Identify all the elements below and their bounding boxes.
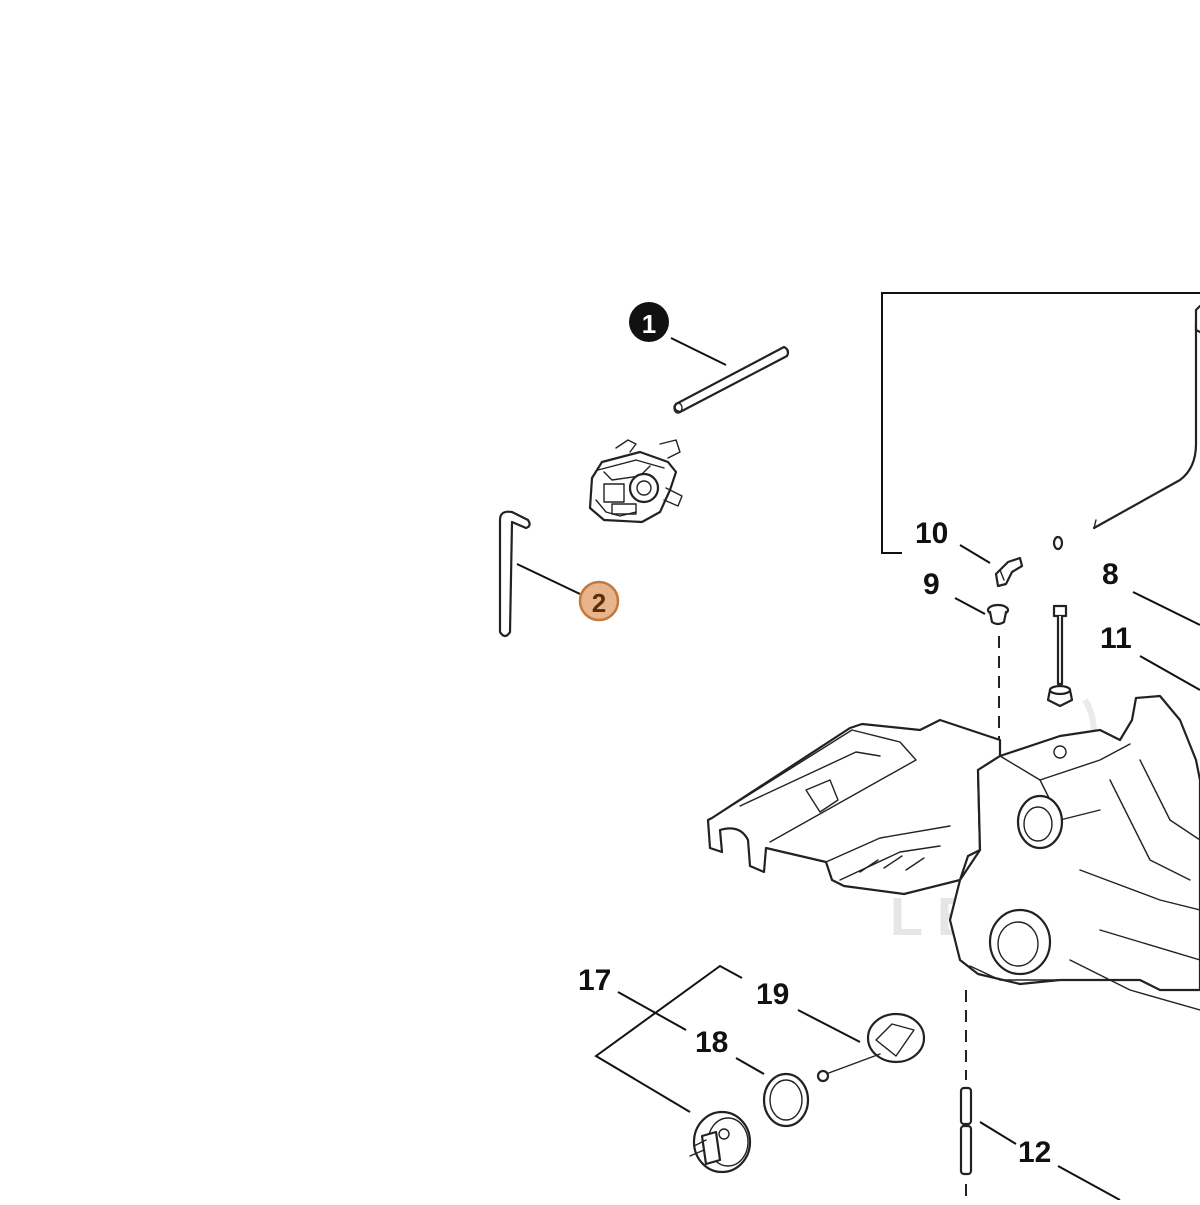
- leader-8: [1132, 591, 1200, 626]
- callout-17-label[interactable]: 17: [578, 964, 611, 997]
- callout-19-label[interactable]: 19: [756, 978, 789, 1011]
- leader-2: [516, 563, 581, 595]
- part-o-ring-18[interactable]: [762, 1072, 810, 1128]
- part-elbow-fitting-10[interactable]: [994, 556, 1024, 588]
- leader-10: [959, 544, 991, 564]
- group-bracket-lower: [594, 964, 743, 1113]
- leader-11: [1139, 655, 1200, 691]
- callout-1[interactable]: 1: [629, 302, 669, 342]
- part-fuel-hose-8[interactable]: [1092, 304, 1200, 530]
- part-carburetor[interactable]: [588, 439, 683, 524]
- part-fuel-hose-1[interactable]: [673, 345, 790, 414]
- callout-1-badge: [629, 302, 669, 342]
- callout-2-label: 2: [592, 588, 606, 618]
- part-filler-cap-17[interactable]: [689, 1110, 752, 1174]
- leader-12-ext: [1057, 1165, 1121, 1201]
- leader-19: [797, 1009, 861, 1043]
- part-impulse-hose-2[interactable]: [498, 510, 531, 638]
- leader-12: [979, 1121, 1017, 1145]
- callout-12-label[interactable]: 12: [1018, 1136, 1051, 1169]
- callout-2-badge: [578, 580, 620, 622]
- callout-9-label[interactable]: 9: [923, 568, 940, 601]
- group-bracket-upper: [881, 292, 1200, 554]
- leader-1: [670, 337, 727, 366]
- leader-18: [735, 1057, 765, 1075]
- part-strainer-19[interactable]: [816, 1012, 926, 1083]
- callout-8-label[interactable]: 8: [1102, 558, 1119, 591]
- part-pickup-body-11[interactable]: [1046, 604, 1074, 708]
- callout-11-label[interactable]: 11: [1100, 622, 1132, 655]
- part-housing[interactable]: [706, 694, 1200, 1011]
- part-grommet-9[interactable]: [986, 603, 1010, 626]
- leader-17: [617, 991, 687, 1031]
- callout-18-label[interactable]: 18: [695, 1026, 728, 1059]
- leader-9: [954, 597, 986, 615]
- callout-2[interactable]: 2: [578, 580, 620, 622]
- part-o-ring-small[interactable]: [1052, 535, 1064, 551]
- part-pins-12[interactable]: [959, 1086, 973, 1176]
- callout-1-label: 1: [642, 309, 656, 339]
- callout-10-label[interactable]: 10: [915, 517, 948, 550]
